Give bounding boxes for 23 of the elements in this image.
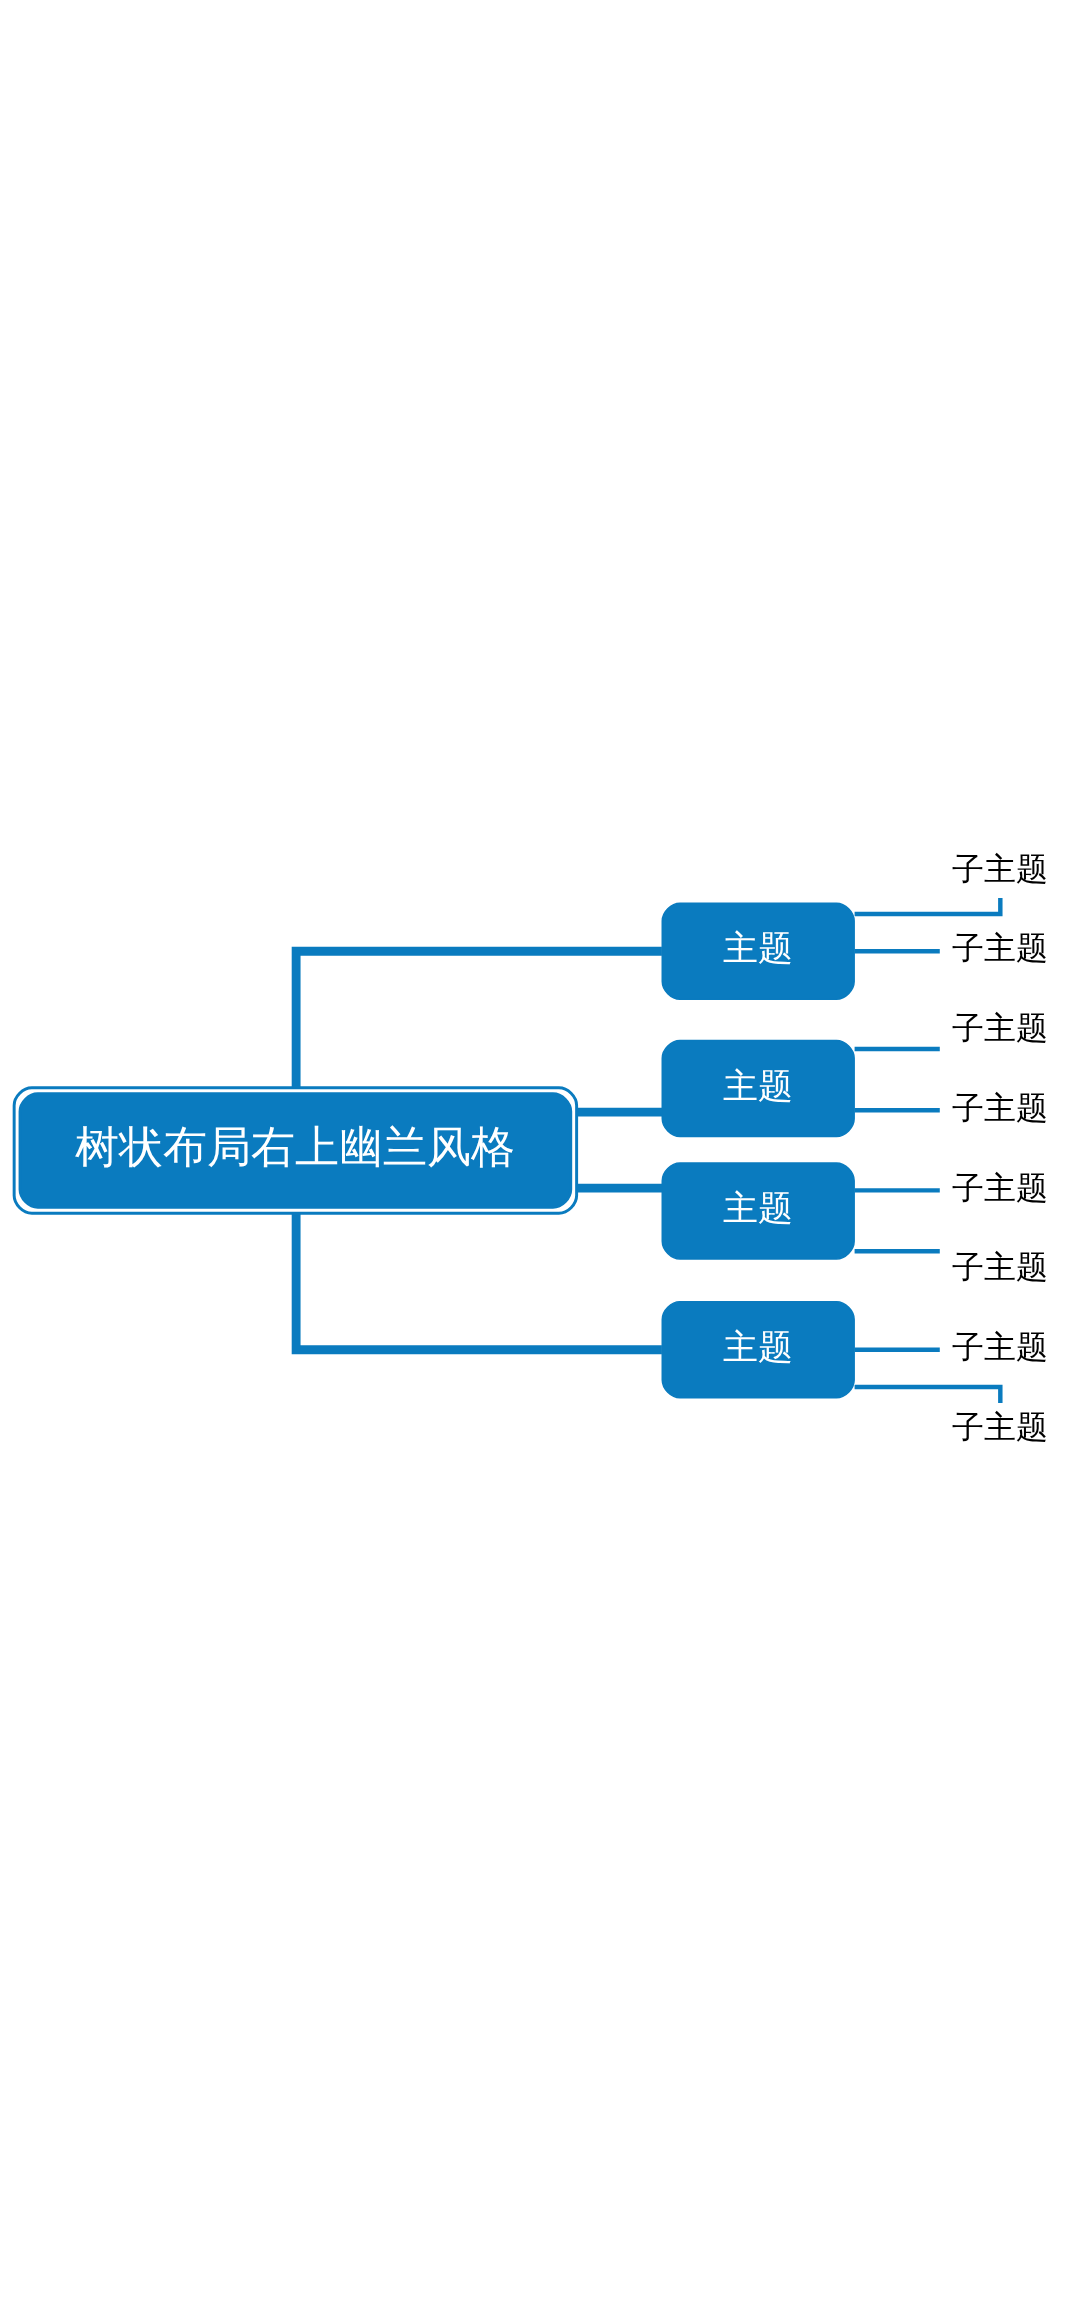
connector	[854, 1046, 940, 1051]
connector	[854, 948, 940, 953]
node-text: 子主题	[952, 1008, 1049, 1047]
connector	[854, 1107, 940, 1112]
connector	[854, 1347, 940, 1352]
node-box: 主题	[661, 902, 855, 1000]
node-text: 子主题	[952, 1168, 1049, 1207]
connector	[577, 1107, 663, 1117]
connector	[854, 1187, 940, 1193]
node-text: 子主题	[952, 849, 1049, 888]
connector	[291, 1213, 662, 1354]
node-box: 树状布局右上幽兰风格	[12, 1085, 579, 1215]
node-box: 主题	[661, 1161, 855, 1260]
connector	[291, 946, 662, 1087]
node-text: 子主题	[952, 1088, 1049, 1127]
connector	[577, 1183, 663, 1193]
node-text: 子主题	[952, 928, 1049, 967]
node-text: 子主题	[952, 1407, 1049, 1446]
node-text: 子主题	[952, 1247, 1049, 1286]
node-box: 主题	[661, 1039, 855, 1137]
node-box: 主题	[661, 1300, 855, 1398]
node-text: 子主题	[952, 1327, 1049, 1366]
connector	[854, 1248, 940, 1253]
